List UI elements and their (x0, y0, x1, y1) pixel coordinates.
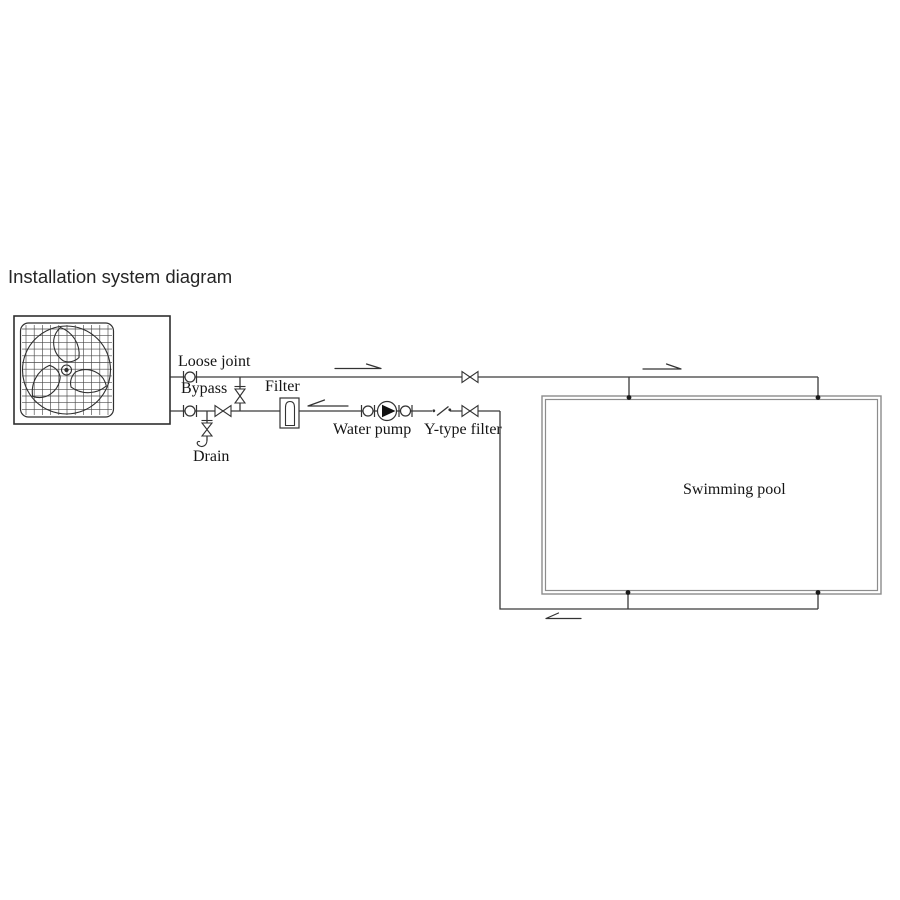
gate-valves (214, 370, 479, 418)
flow-arrow-icon-right (642, 363, 682, 370)
drain-assembly (196, 419, 214, 448)
pool-connector-icon (625, 590, 631, 595)
heat-pump-unit-icon (13, 315, 171, 425)
flow-arrow-icon-left (307, 399, 349, 407)
loose-joint-icon (182, 371, 198, 383)
page-title: Installation system diagram (8, 266, 233, 287)
pool-connector-icon (815, 395, 821, 400)
fan-icon (21, 325, 112, 415)
drain-valve-icon (200, 419, 214, 437)
loose-joint-icon (398, 405, 413, 417)
inline-filter-icon (279, 397, 300, 429)
pipe-return-run (499, 411, 818, 610)
label-y-type-filter: Y-type filter (424, 421, 502, 438)
fan-grille-lines (22, 325, 112, 415)
loose-joint-icon (360, 405, 376, 417)
drain-outlet-icon (196, 439, 208, 448)
label-drain: Drain (193, 448, 230, 465)
gate-valve-icon (461, 370, 479, 384)
gate-valve-icon (461, 404, 479, 418)
y-strainer-icon (432, 405, 452, 417)
flow-arrow-icon-left (545, 612, 582, 620)
water-pump-icon (376, 400, 398, 422)
gate-valve-icon (214, 404, 232, 418)
label-swimming-pool: Swimming pool (683, 481, 786, 498)
fan-grille-frame (19, 322, 115, 418)
label-loose-joint: Loose joint (178, 353, 251, 370)
pool-connector-icon (815, 590, 821, 595)
pool-inner-wall (544, 398, 879, 592)
pool-connector-icon (626, 395, 632, 400)
label-water-pump: Water pump (333, 421, 412, 438)
bypass-valve-icon (233, 385, 247, 404)
loose-joint-icon (182, 405, 198, 417)
flow-arrow-icon-right (334, 363, 382, 370)
flow-arrows (307, 363, 682, 620)
loose-joints (182, 371, 413, 417)
label-filter: Filter (265, 378, 300, 395)
swimming-pool-outline (541, 395, 882, 595)
label-bypass: Bypass (181, 380, 228, 397)
pool-connector-icons (625, 395, 821, 595)
pool-outer-wall (541, 395, 882, 595)
